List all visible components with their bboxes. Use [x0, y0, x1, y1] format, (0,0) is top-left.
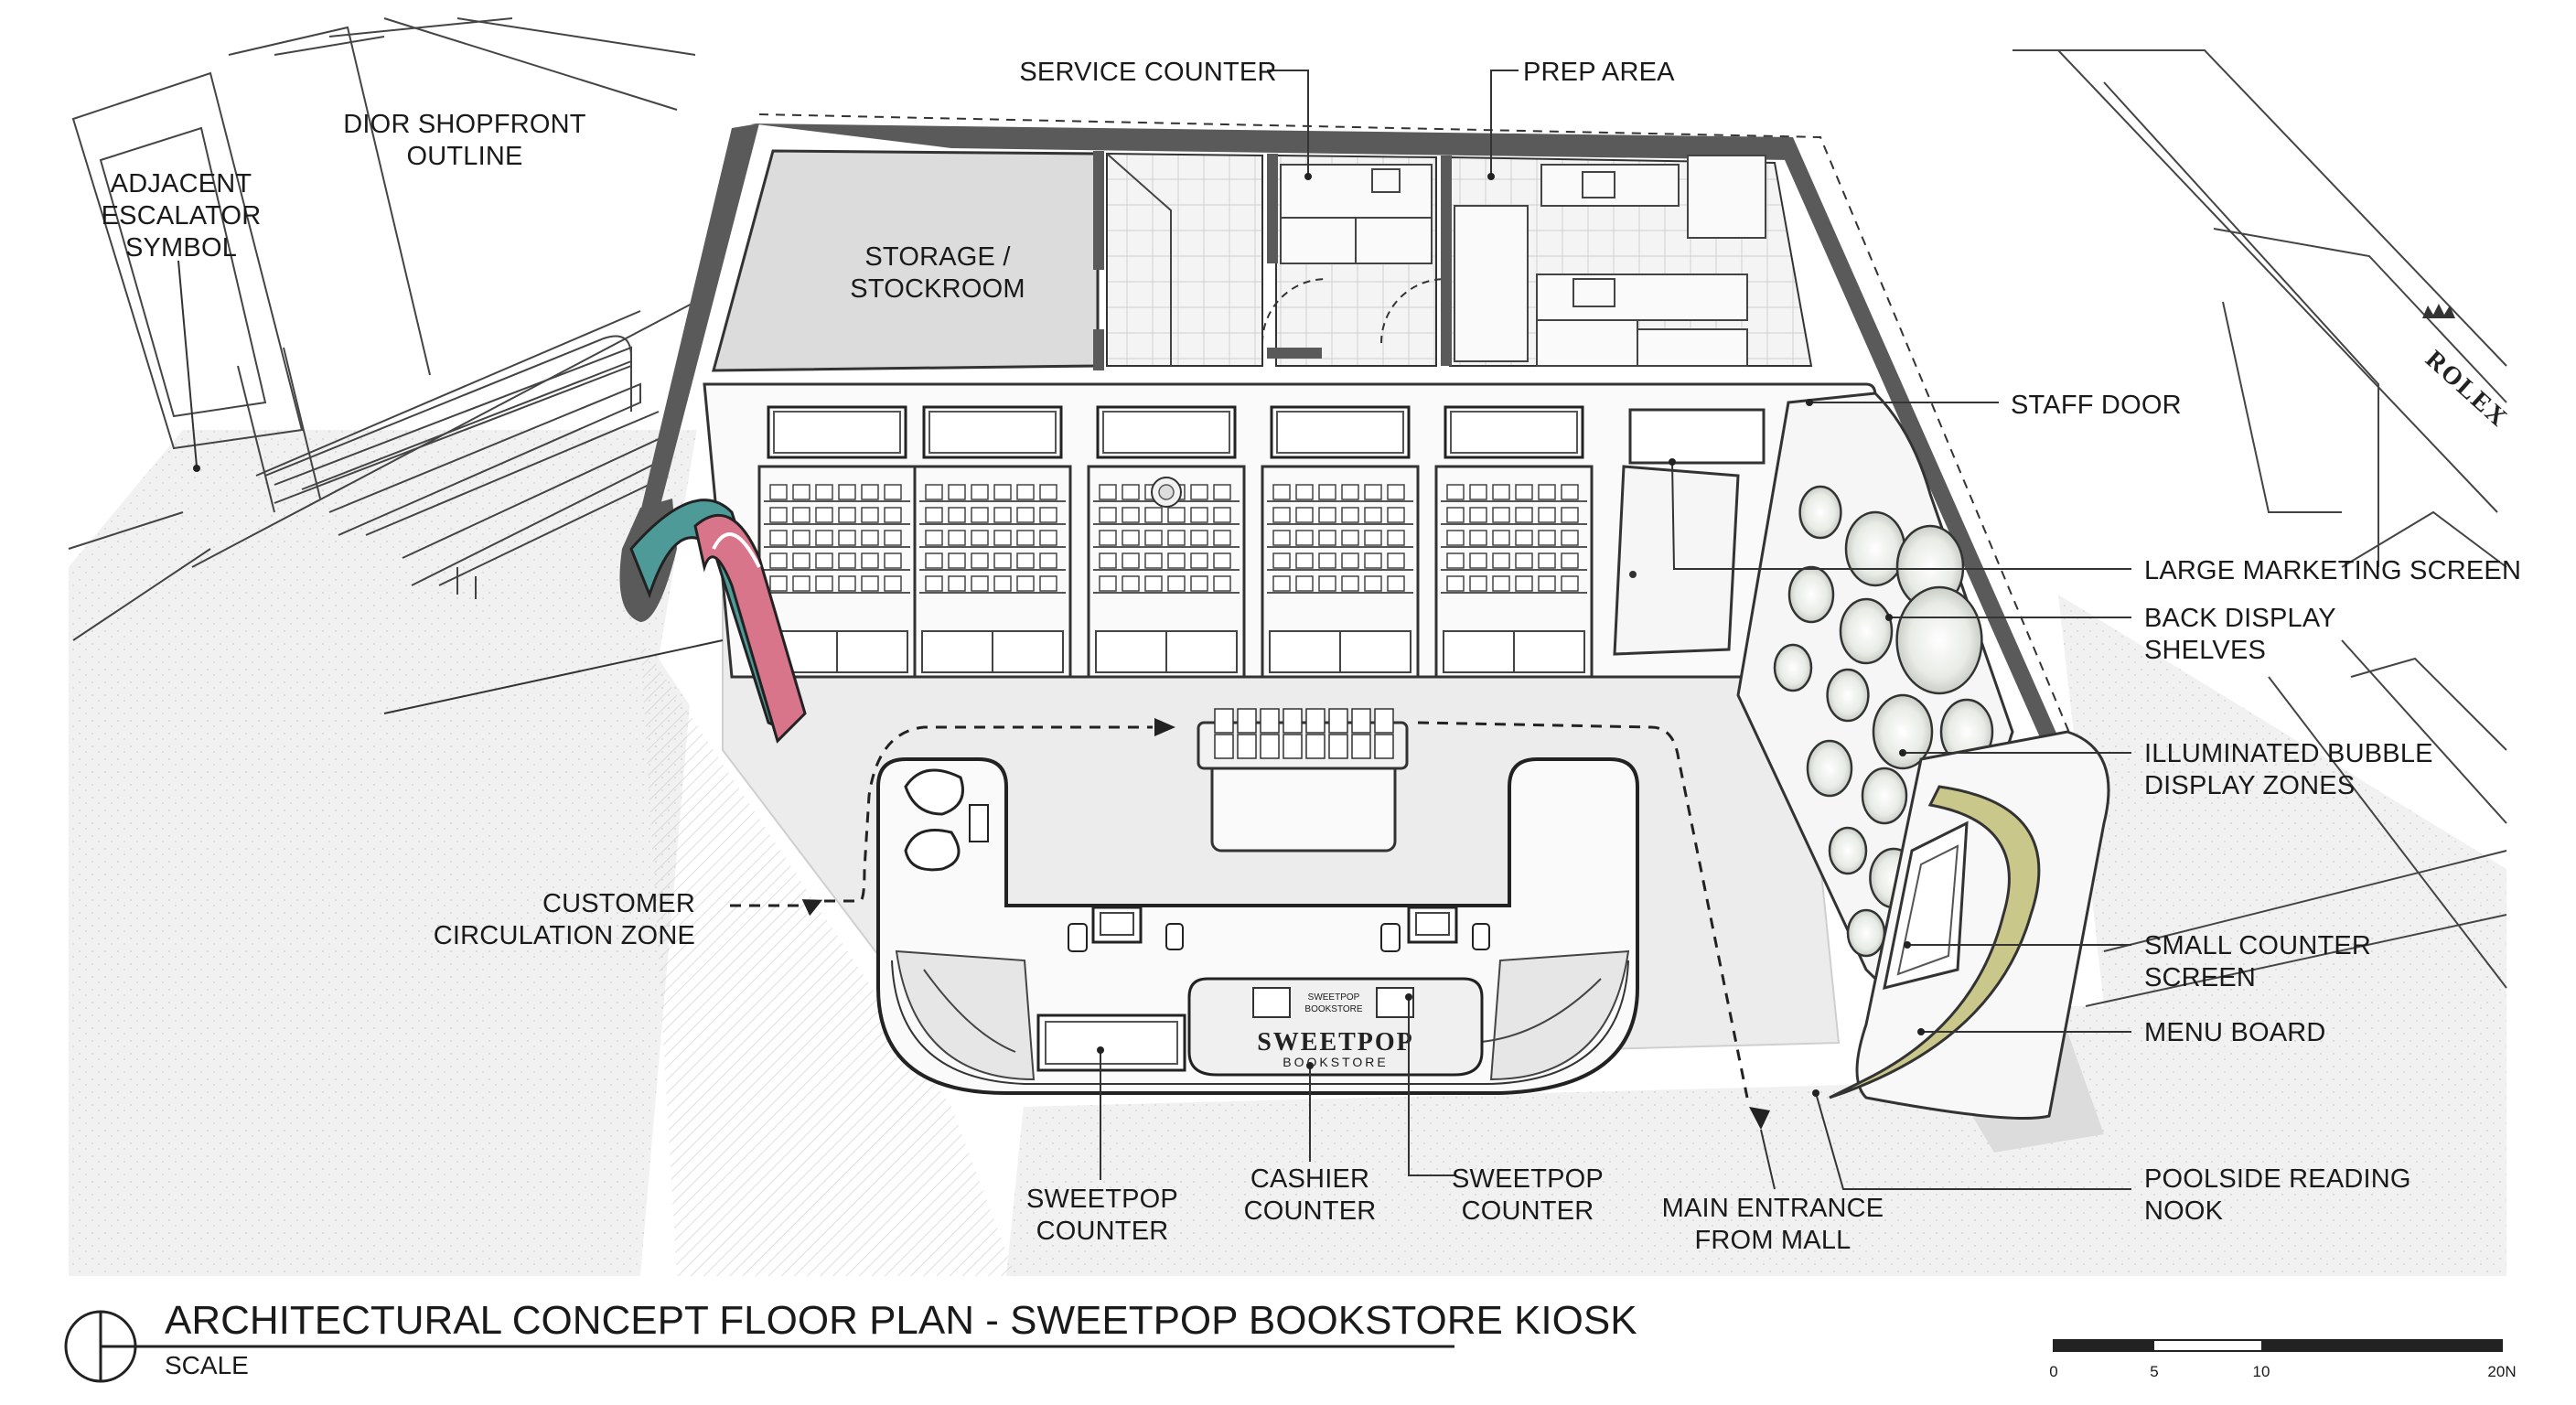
- display-bubble: [1828, 826, 1868, 875]
- display-bubble: [1844, 510, 1906, 587]
- label-service-counter: SERVICE COUNTER: [1019, 58, 1276, 87]
- back-rooms: [640, 123, 2072, 778]
- central-display-stand: [1197, 708, 1409, 853]
- annotation-labels: ADJACENT ESCALATOR SYMBOL DIOR SHOPFRONT…: [102, 58, 2521, 1255]
- back-display-shelves: [703, 382, 1877, 679]
- feature-wall-left: [619, 499, 807, 744]
- display-bubble: [1826, 668, 1870, 723]
- sweetpop-counter-screen-left: [1036, 1014, 1186, 1072]
- svg-text:OUTLINE: OUTLINE: [406, 142, 522, 171]
- svg-text:0: 0: [2049, 1363, 2057, 1380]
- display-bubble: [1861, 767, 1908, 825]
- crown-icon: [2422, 304, 2455, 318]
- label-main-entrance: MAIN ENTRANCE FROM MALL: [1662, 1194, 1884, 1255]
- display-bubble: [1839, 597, 1894, 665]
- label-back-display-shelves: BACK DISPLAY SHELVES: [2144, 604, 2336, 665]
- svg-text:FROM MALL: FROM MALL: [1695, 1226, 1852, 1255]
- svg-text:BACK DISPLAY: BACK DISPLAY: [2144, 604, 2336, 633]
- display-bubble: [1798, 485, 1842, 540]
- svg-text:SWEETPOP: SWEETPOP: [1026, 1185, 1178, 1214]
- display-bubble: [1773, 643, 1813, 692]
- svg-text:SCREEN: SCREEN: [2144, 963, 2256, 992]
- svg-text:5: 5: [2150, 1363, 2158, 1380]
- svg-text:SYMBOL: SYMBOL: [125, 233, 237, 263]
- svg-text:SHELVES: SHELVES: [2144, 636, 2266, 665]
- svg-text:BOOKSTORE: BOOKSTORE: [1304, 1004, 1362, 1014]
- label-sweetpop-counter-left: SWEETPOP COUNTER: [1026, 1185, 1178, 1246]
- display-bubble: [1806, 739, 1853, 798]
- label-sweetpop-counter-right: SWEETPOP COUNTER: [1452, 1164, 1604, 1226]
- display-bubble: [1872, 693, 1934, 770]
- pos-terminal-right: [1380, 906, 1490, 952]
- label-menu-board: MENU BOARD: [2144, 1018, 2326, 1047]
- label-illuminated-bubble: ILLUMINATED BUBBLE DISPLAY ZONES: [2144, 739, 2433, 800]
- display-bubble: [1787, 565, 1835, 624]
- shelf-unit: [913, 405, 1072, 679]
- svg-text:ESCALATOR: ESCALATOR: [102, 201, 262, 231]
- scale-bar: 0 5 10 20N: [2049, 1339, 2517, 1380]
- svg-text:10: 10: [2253, 1363, 2270, 1380]
- display-bubble: [1895, 585, 1983, 695]
- counter-sign-sub: BOOKSTORE: [1283, 1055, 1388, 1069]
- circulation-path: [730, 718, 1770, 1130]
- svg-text:SWEETPOP: SWEETPOP: [1452, 1164, 1604, 1194]
- svg-text:POOLSIDE READING: POOLSIDE READING: [2144, 1164, 2411, 1194]
- label-customer-circulation: CUSTOMER CIRCULATION ZONE: [434, 889, 695, 950]
- pos-terminal-left: [1068, 906, 1184, 952]
- scale-label: SCALE: [165, 1351, 249, 1379]
- label-adjacent-escalator: ADJACENT ESCALATOR SYMBOL: [102, 169, 262, 263]
- svg-text:ILLUMINATED BUBBLE: ILLUMINATED BUBBLE: [2144, 739, 2433, 768]
- svg-text:SWEETPOP: SWEETPOP: [1308, 992, 1360, 1003]
- escalator-symbol: [68, 17, 696, 641]
- svg-text:SMALL COUNTER: SMALL COUNTER: [2144, 931, 2371, 960]
- label-poolside-nook: POOLSIDE READING NOOK: [2144, 1164, 2411, 1226]
- drawing-title: ARCHITECTURAL CONCEPT FLOOR PLAN - SWEET…: [165, 1298, 1637, 1343]
- leader-lines: [177, 70, 2131, 1190]
- svg-text:COUNTER: COUNTER: [1244, 1196, 1377, 1226]
- label-prep-area: PREP AREA: [1523, 58, 1675, 87]
- label-dior-shopfront: DIOR SHOPFRONT OUTLINE: [343, 110, 585, 171]
- svg-text:20N: 20N: [2487, 1363, 2516, 1380]
- svg-text:ADJACENT: ADJACENT: [111, 169, 252, 198]
- label-small-counter-screen: SMALL COUNTER SCREEN: [2144, 931, 2371, 992]
- shelf-unit: [1434, 405, 1594, 679]
- label-cashier-counter: CASHIER COUNTER: [1244, 1164, 1377, 1226]
- svg-text:COUNTER: COUNTER: [1036, 1217, 1169, 1246]
- title-block: ARCHITECTURAL CONCEPT FLOOR PLAN - SWEET…: [64, 1298, 1637, 1383]
- label-storage: STORAGE / STOCKROOM: [850, 242, 1025, 304]
- svg-text:MAIN ENTRANCE: MAIN ENTRANCE: [1662, 1194, 1884, 1223]
- svg-text:COUNTER: COUNTER: [1462, 1196, 1594, 1226]
- display-bubble: [1846, 908, 1886, 958]
- svg-text:DIOR SHOPFRONT: DIOR SHOPFRONT: [343, 110, 585, 139]
- svg-text:DISPLAY ZONES: DISPLAY ZONES: [2144, 771, 2355, 800]
- svg-text:CASHIER: CASHIER: [1250, 1164, 1369, 1194]
- shelf-unit: [1087, 405, 1246, 679]
- svg-text:STOCKROOM: STOCKROOM: [850, 274, 1025, 304]
- label-staff-door: STAFF DOOR: [2011, 391, 2182, 420]
- svg-text:CIRCULATION ZONE: CIRCULATION ZONE: [434, 921, 695, 950]
- svg-text:STORAGE /: STORAGE /: [864, 242, 1011, 272]
- svg-text:NOOK: NOOK: [2144, 1196, 2224, 1226]
- label-large-marketing-screen: LARGE MARKETING SCREEN: [2144, 556, 2521, 585]
- counter-sign-name: SWEETPOP: [1257, 1028, 1414, 1056]
- svg-text:CUSTOMER: CUSTOMER: [542, 889, 695, 918]
- large-marketing-screen: [1628, 408, 1766, 465]
- shelf-unit: [1261, 405, 1420, 679]
